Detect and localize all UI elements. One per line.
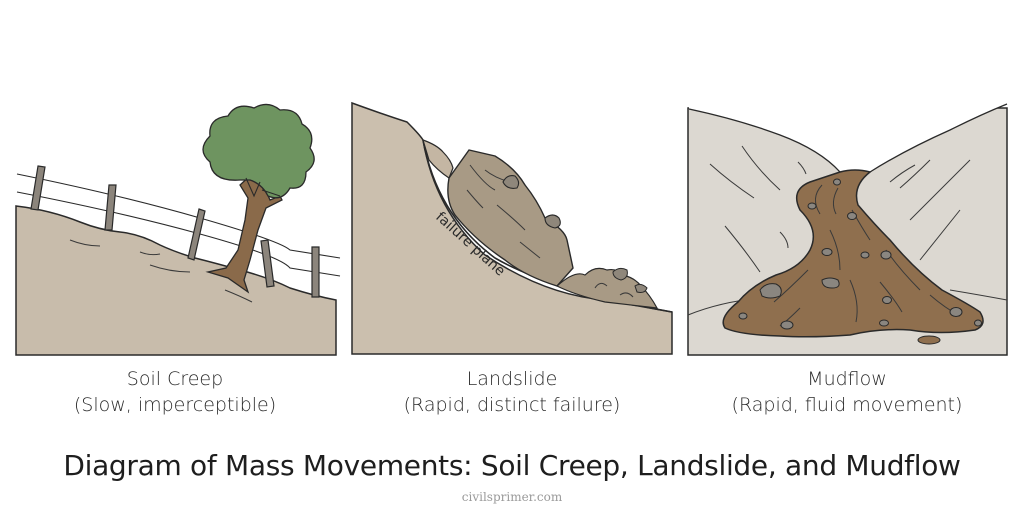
caption-soil-creep: Soil Creep (Slow, imperceptible) <box>25 366 325 418</box>
caption-landslide: Landslide (Rapid, distinct failure) <box>362 366 662 418</box>
rocks <box>502 175 561 229</box>
mudflow-illustration <box>680 90 1024 360</box>
creep-marks <box>69 239 253 303</box>
soil-creep-illustration <box>0 100 345 360</box>
watermark: civilsprimer.com <box>461 490 563 504</box>
mudflow-body <box>722 169 984 338</box>
caption-title: Landslide <box>466 368 558 390</box>
diagram-title: Diagram of Mass Movements: Soil Creep, L… <box>63 449 961 482</box>
caption-description: (Rapid, distinct failure) <box>403 394 621 416</box>
fence-posts <box>30 165 320 298</box>
slope-ground <box>351 101 673 355</box>
tree-canopy <box>202 103 315 199</box>
embedded-rocks <box>738 178 982 345</box>
caption-mudflow: Mudflow (Rapid, fluid movement) <box>697 366 997 418</box>
landslide-illustration: failure plane <box>345 90 680 360</box>
sliding-rock-block <box>447 149 574 287</box>
caption-description: (Slow, imperceptible) <box>73 394 277 416</box>
caption-title: Mudflow <box>807 368 887 390</box>
sloping-ground <box>15 205 337 356</box>
slope-contours <box>687 145 1008 316</box>
caption-title: Soil Creep <box>126 368 224 390</box>
caption-description: (Rapid, fluid movement) <box>731 394 963 416</box>
